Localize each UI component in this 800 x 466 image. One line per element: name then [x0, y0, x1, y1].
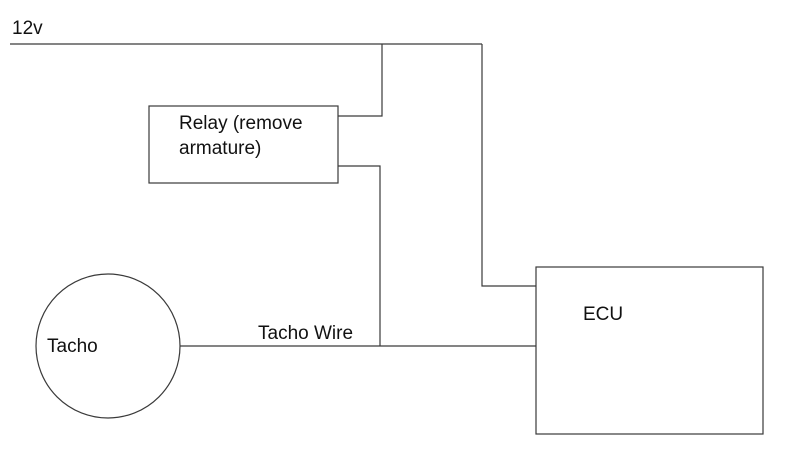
ecu-box	[535, 266, 764, 435]
relay-box	[148, 105, 339, 184]
tacho-label: Tacho	[47, 336, 98, 357]
relay-output-wire	[338, 165, 381, 346]
relay-label: Relay (remove armature)	[179, 113, 308, 159]
supply-label: 12v	[12, 18, 43, 39]
relay-label-line-2: armature)	[179, 138, 261, 159]
relay-label-line-1: Relay (remove	[179, 113, 303, 134]
tacho-gauge	[35, 273, 181, 419]
tacho-wire-label: Tacho Wire	[258, 323, 353, 344]
relay-supply-wire	[338, 44, 383, 117]
ecu-supply-wire	[481, 44, 538, 287]
ecu-label: ECU	[583, 304, 623, 325]
